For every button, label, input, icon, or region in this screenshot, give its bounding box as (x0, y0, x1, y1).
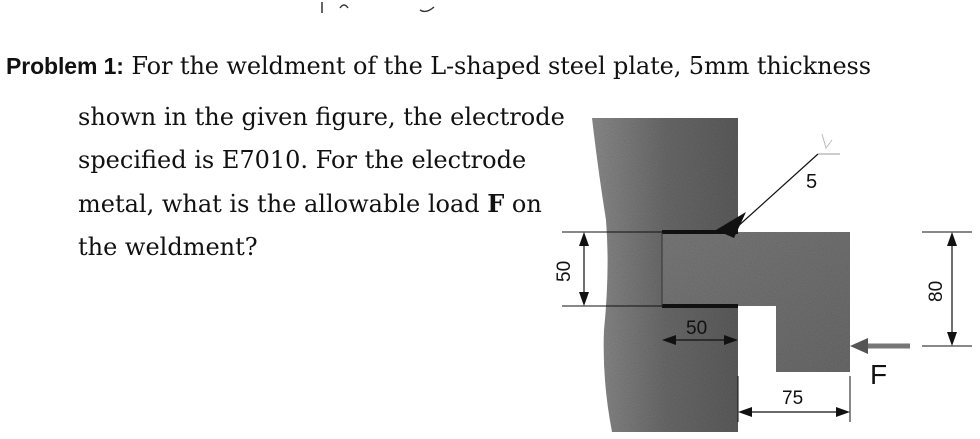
l-shaped-plate (662, 232, 850, 372)
dim-left-arrow-bottom (579, 292, 589, 306)
force-arrowhead (850, 338, 868, 354)
dim-weld-length-arrow-left (662, 335, 676, 345)
problem-line-2: specified is E7010. For the electrode (78, 146, 527, 174)
problem-line-1: shown in the given figure, the electrode (78, 103, 565, 131)
handwritten-scribble (321, 2, 435, 13)
dim-weld-length-label: 50 (686, 318, 707, 339)
weld-size-label: 5 (806, 171, 817, 193)
force-label: F (870, 359, 887, 390)
weld-leader-line (735, 153, 819, 229)
weld-leader-arrowhead (716, 212, 746, 238)
dim-bottom-arrow-right (836, 407, 850, 417)
dim-bottom-arrow-left (738, 407, 752, 417)
problem-line-3: metal, what is the allowable load F on (78, 182, 558, 226)
dim-right-arrow-top (947, 232, 957, 246)
problem-heading-line: Problem 1: For the weldment of the L-sha… (6, 52, 871, 80)
dim-left-arrow-top (579, 232, 589, 246)
weldment-figure: 5 50 50 75 80 F (554, 118, 972, 432)
dim-bottom-label: 75 (782, 388, 803, 409)
dim-weld-length-arrow-right (724, 335, 738, 345)
problem-label: Problem 1: (6, 53, 124, 79)
dim-left-label: 50 (554, 261, 575, 282)
load-symbol: F (487, 189, 505, 218)
problem-first-line: For the weldment of the L-shaped steel p… (123, 52, 871, 80)
problem-line-3-text: metal, what is the allowable load (78, 190, 488, 218)
dim-right-label: 80 (926, 281, 947, 302)
problem-line-3-tail: on (504, 190, 542, 218)
problem-body: shown in the given figure, the electrode… (78, 96, 565, 269)
dim-right-arrow-bottom (947, 332, 957, 346)
problem-line-4: the weldment? (78, 233, 258, 261)
weld-tail-mark (821, 133, 833, 150)
